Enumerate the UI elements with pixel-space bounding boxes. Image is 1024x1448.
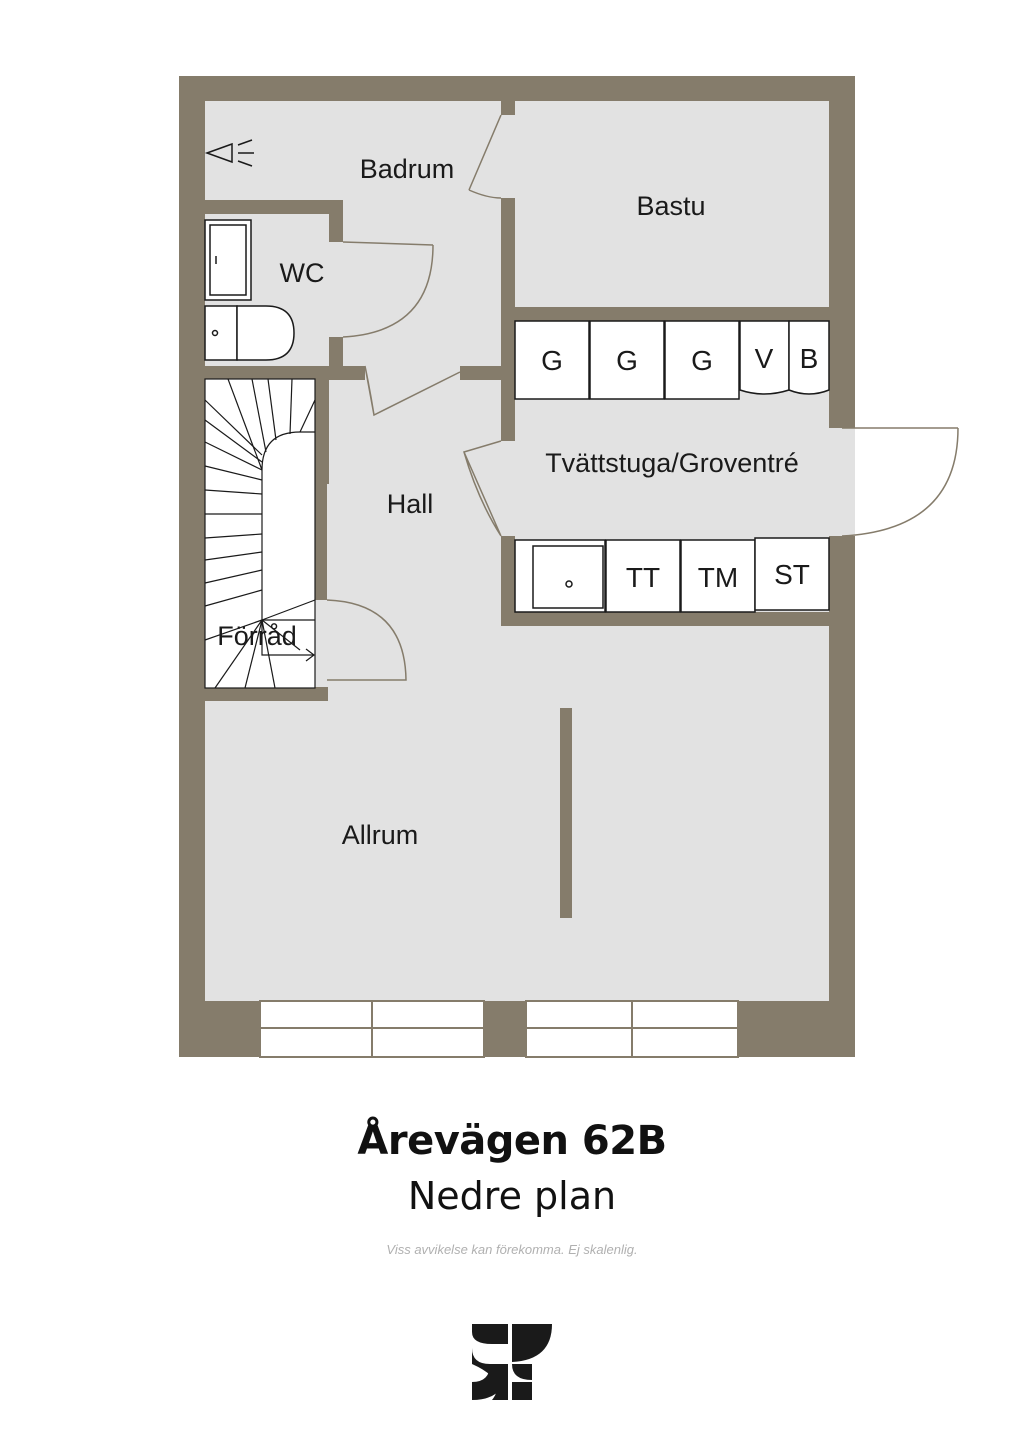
appliance-label: ST <box>774 559 810 590</box>
cabinet-label: G <box>616 345 638 376</box>
floor-plan: Badrum Bastu WC Hall Förråd Tvättstuga/G… <box>179 76 959 1058</box>
room-label-wc: WC <box>280 258 325 288</box>
floor-name: Nedre plan <box>407 1174 617 1218</box>
appliance-label: TT <box>626 562 660 593</box>
room-label-hall: Hall <box>387 489 434 519</box>
window-right <box>525 1000 739 1058</box>
sink-icon <box>204 219 252 301</box>
cabinet-label: V <box>755 343 774 374</box>
cabinet-label: G <box>691 345 713 376</box>
room-label-tvattstuga: Tvättstuga/Groventré <box>545 448 799 478</box>
shower-head-icon <box>204 139 254 167</box>
room-label-allrum: Allrum <box>342 820 419 850</box>
doors <box>326 114 959 681</box>
entrance-opening <box>829 428 855 536</box>
cabinet-label: B <box>800 343 819 374</box>
storage-wall <box>315 484 327 600</box>
toilet-icon <box>204 305 295 361</box>
window-left <box>259 1000 485 1058</box>
appliance-row-bottom <box>514 537 830 613</box>
room-label-badrum: Badrum <box>360 154 455 184</box>
appliance-label: TM <box>698 562 738 593</box>
address-title: Årevägen 62B <box>357 1118 667 1164</box>
room-label-bastu: Bastu <box>636 191 705 221</box>
interior-walls <box>205 101 829 918</box>
sf-logo-icon <box>472 1324 552 1400</box>
staircase <box>204 378 316 689</box>
cabinet-row-top <box>514 320 830 400</box>
disclaimer-text: Viss avvikelse kan förekomma. Ej skalenl… <box>386 1242 638 1257</box>
cabinet-label: G <box>541 345 563 376</box>
room-label-forrad: Förråd <box>217 621 297 651</box>
